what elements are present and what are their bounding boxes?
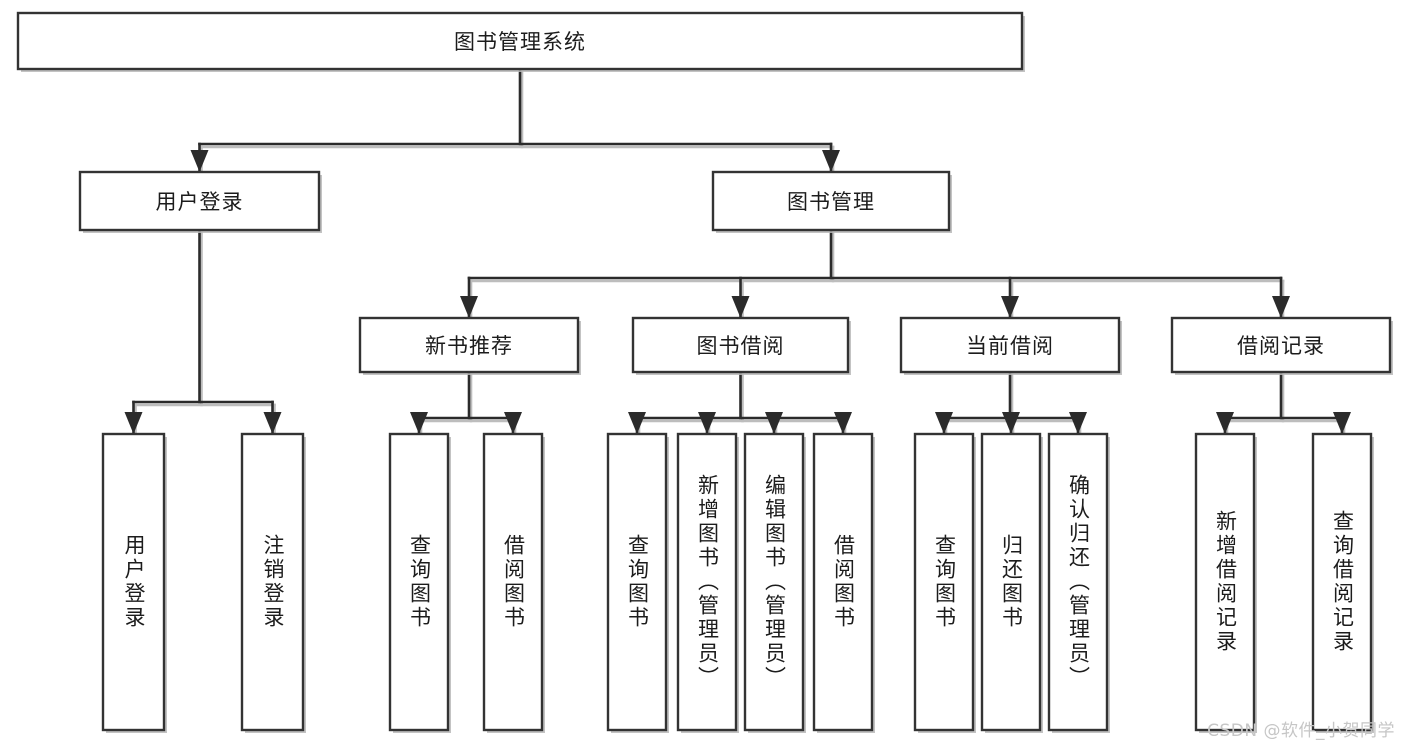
leaf-node-box[interactable] bbox=[1311, 432, 1373, 732]
boxes-layer bbox=[16, 11, 1393, 733]
leaf-node-box[interactable] bbox=[1194, 432, 1256, 732]
arrow-head-icon bbox=[731, 296, 750, 318]
arrow-head-icon bbox=[628, 412, 646, 434]
connectors-layer bbox=[124, 67, 1351, 439]
arrow-head-icon bbox=[1001, 296, 1019, 318]
level3-node-box[interactable] bbox=[1170, 316, 1392, 374]
leaf-node-box[interactable] bbox=[388, 432, 450, 732]
arrow-head-icon bbox=[1272, 296, 1290, 318]
arrow-head-icon bbox=[124, 412, 143, 434]
leaf-node-box[interactable] bbox=[1047, 432, 1109, 732]
leaf-node-box[interactable] bbox=[743, 432, 805, 732]
watermark-text: CSDN @软件_小贺同学 bbox=[1207, 721, 1395, 741]
arrow-head-icon bbox=[834, 412, 852, 434]
leaf-node-box[interactable] bbox=[913, 432, 975, 732]
arrow-head-icon bbox=[1069, 412, 1087, 434]
leaf-node-box[interactable] bbox=[606, 432, 668, 732]
arrow-head-icon bbox=[1002, 412, 1020, 434]
level2-node-box[interactable] bbox=[78, 170, 321, 232]
arrow-head-icon bbox=[698, 412, 716, 434]
arrow-head-icon bbox=[822, 150, 840, 172]
leaf-node-box[interactable] bbox=[676, 432, 738, 732]
arrow-head-icon bbox=[765, 412, 783, 434]
arrow-head-icon bbox=[1333, 412, 1351, 434]
level2-node-box[interactable] bbox=[711, 170, 951, 232]
arrow-head-icon bbox=[935, 412, 953, 434]
arrow-head-icon bbox=[1216, 412, 1234, 434]
leaf-node-box[interactable] bbox=[101, 432, 166, 732]
leaf-node-box[interactable] bbox=[240, 432, 305, 732]
leaf-node-box[interactable] bbox=[812, 432, 874, 732]
root-node-box[interactable] bbox=[16, 11, 1024, 71]
leaf-node-box[interactable] bbox=[482, 432, 544, 732]
arrow-head-icon bbox=[504, 412, 522, 434]
arrow-head-icon bbox=[460, 296, 478, 318]
level3-node-box[interactable] bbox=[631, 316, 850, 374]
arrow-head-icon bbox=[190, 150, 209, 172]
level3-node-box[interactable] bbox=[899, 316, 1121, 374]
level3-node-box[interactable] bbox=[358, 316, 580, 374]
leaf-node-box[interactable] bbox=[980, 432, 1042, 732]
arrow-head-icon bbox=[410, 412, 428, 434]
arrow-head-icon bbox=[263, 412, 282, 434]
